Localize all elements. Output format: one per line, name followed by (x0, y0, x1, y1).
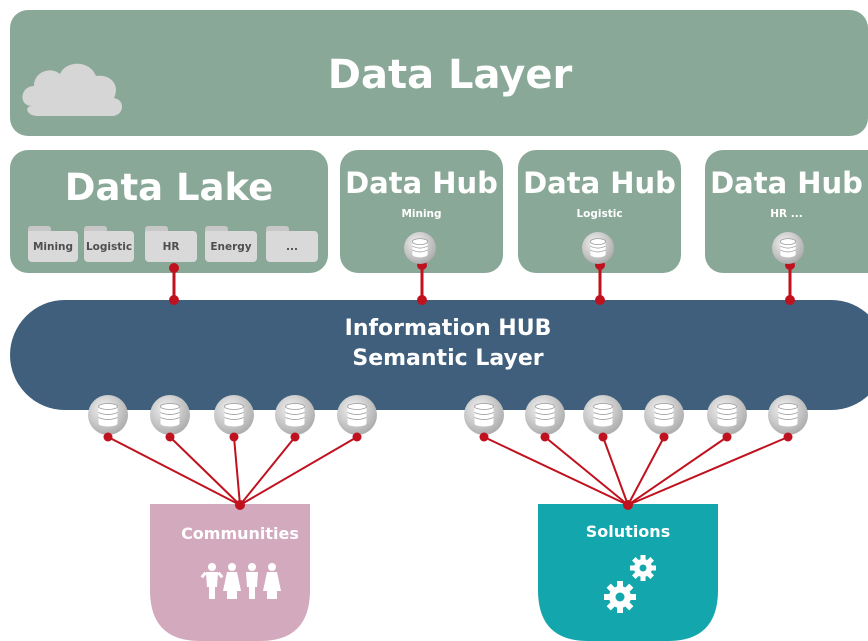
connector-dot (103, 432, 113, 442)
data-hub-title: Data Hub (345, 166, 498, 200)
connector-dot (722, 432, 732, 442)
data-hub-title: Data Hub (710, 166, 863, 200)
connector-dot (659, 432, 669, 442)
connector-dot (623, 500, 633, 510)
database-node (772, 232, 804, 264)
database-node (404, 232, 436, 264)
database-node (214, 395, 254, 435)
folder-label: Mining (32, 241, 74, 253)
fan-line (239, 436, 296, 506)
folder-hr: HR (145, 226, 197, 262)
folder-logistic: Logistic (84, 226, 134, 262)
connector-dot (290, 432, 300, 442)
connector-dot (598, 432, 608, 442)
database-node (88, 395, 128, 435)
data-hub-title: Data Hub (523, 166, 676, 200)
folder-label: Logistic (85, 241, 133, 253)
database-node (150, 395, 190, 435)
data-hub-subtitle: HR ... (770, 208, 803, 220)
database-node (582, 232, 614, 264)
fan-line (627, 436, 665, 506)
fan-line (107, 436, 241, 506)
connector-dot (417, 295, 427, 305)
cloud-icon (22, 63, 123, 116)
connector-dot (540, 432, 550, 442)
connector-dot (229, 432, 239, 442)
database-node (583, 395, 623, 435)
database-node (768, 395, 808, 435)
connector-dot (169, 263, 179, 273)
folder-mining: Mining (28, 226, 78, 262)
folder-label: ... (286, 241, 298, 253)
fan-line (602, 436, 629, 506)
fan-line (544, 436, 629, 506)
data-lake-title: Data Lake (64, 166, 274, 209)
information-hub: Information HUB Semantic Layer (10, 300, 868, 410)
fan-line (169, 436, 241, 506)
fan-line (239, 436, 358, 506)
solutions-label: Solutions (585, 522, 671, 541)
solutions-shape (538, 504, 718, 641)
database-node (275, 395, 315, 435)
folder-more: ... (266, 226, 318, 262)
data-layer-title: Data Layer (327, 52, 573, 98)
data-hub-subtitle: Mining (401, 208, 442, 220)
connector-dot (783, 432, 793, 442)
communities-label: Communities (181, 524, 299, 543)
connector-dot (785, 295, 795, 305)
fan-line (483, 436, 629, 506)
folder-energy: Energy (205, 226, 257, 262)
database-node (644, 395, 684, 435)
database-node (525, 395, 565, 435)
semantic-layer-title: Semantic Layer (352, 346, 544, 371)
database-node (707, 395, 747, 435)
connector-dot (165, 432, 175, 442)
database-node (337, 395, 377, 435)
information-hub-title: Information HUB (344, 316, 552, 341)
folder-label: Energy (210, 241, 252, 253)
fan-line (233, 436, 241, 506)
connector-dot (235, 500, 245, 510)
connector-dot (595, 295, 605, 305)
data-hub-subtitle: Logistic (576, 208, 623, 220)
folder-label: HR (162, 241, 180, 253)
connector-dot (352, 432, 362, 442)
connector-dot (479, 432, 489, 442)
database-node (464, 395, 504, 435)
fan-line (627, 436, 728, 506)
data-layer-box (10, 10, 868, 136)
fan-line (627, 436, 789, 506)
connector-dot (169, 295, 179, 305)
